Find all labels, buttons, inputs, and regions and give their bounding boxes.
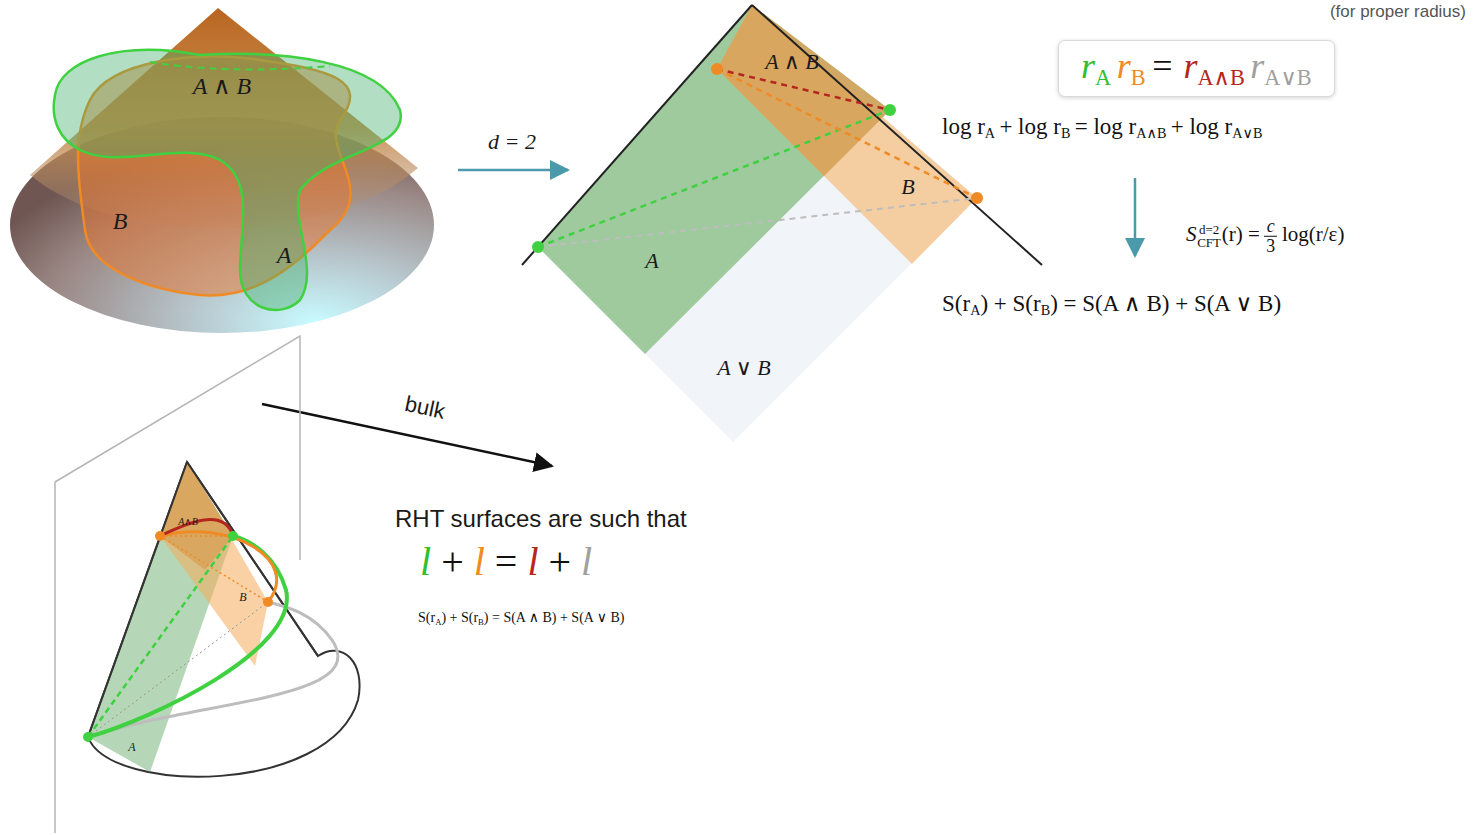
region-label: A∧B (178, 516, 198, 527)
region-label: A (645, 249, 658, 273)
illustration-part (717, 69, 977, 198)
formula-term: ) + S(r (441, 610, 478, 625)
length-identity: l+l=l+l (420, 537, 592, 587)
map-arrow (458, 169, 568, 172)
illustration-part (88, 602, 338, 737)
formula-term: (r) = (1222, 222, 1260, 246)
formula-term: r (1183, 46, 1197, 86)
subscript: A (985, 125, 995, 141)
formula-term: + log r (999, 114, 1061, 139)
illustration-part (88, 462, 233, 772)
illustration-part (54, 482, 56, 833)
formula-term: = (495, 539, 518, 584)
region-label: A ∧ B (193, 73, 251, 99)
illustration-part (711, 63, 723, 75)
illustration-part (717, 5, 977, 264)
implication-arrow (1134, 178, 1137, 256)
formula-term: S(r (418, 610, 435, 625)
formula-term: S (1186, 222, 1197, 246)
region-label: B (901, 175, 914, 199)
entropy-formula: Sd=2CFT(r) =c3log(r/ε) (1186, 217, 1344, 255)
entropy-identity: S(rA) + S(rB) = S(A ∧ B) + S(A ∨ B) (942, 290, 1281, 320)
script-stack: d=2CFT (1197, 222, 1221, 249)
illustration-part (160, 536, 268, 602)
subscript: A (1095, 65, 1111, 90)
illustration-part (160, 532, 277, 602)
formula-term: ) + S(r (980, 291, 1040, 316)
log-identity: log rA+ log rB= log rA∧B+ log rA∨B (942, 113, 1262, 143)
illustration-part (187, 462, 318, 656)
formula-term: r (1081, 46, 1095, 86)
formula-term: l (527, 539, 538, 584)
region-label: A ∨ B (717, 356, 771, 380)
formula-term: r (1117, 46, 1131, 86)
illustration-part (88, 462, 360, 777)
statement-text: RHT surfaces are such that (395, 506, 687, 532)
formula-term: log(r/ε) (1282, 222, 1344, 246)
subscript: B (478, 616, 484, 626)
formula-term: + (441, 539, 464, 584)
arrow-label: d = 2 (488, 130, 536, 154)
illustration-part (88, 602, 268, 737)
region-label: A ∧ B (765, 50, 819, 74)
subscript: B (1061, 125, 1071, 141)
formula-term: = (1152, 46, 1172, 86)
illustration-part (88, 536, 287, 737)
illustration-part (717, 5, 890, 176)
note-text: (for proper radius) (1330, 3, 1466, 22)
subscript: A (435, 616, 441, 626)
illustration-part (150, 62, 330, 69)
bulk-illustration (55, 336, 360, 833)
formula-term: log r (942, 114, 985, 139)
illustration-part (54, 50, 401, 310)
region-label: A (128, 741, 135, 754)
region-label: B (113, 208, 128, 234)
illustration-part (538, 110, 890, 247)
formula-term: = log r (1075, 114, 1137, 139)
region-label: B (239, 591, 246, 604)
illustration-part (88, 462, 187, 737)
illustration-part (155, 531, 165, 541)
formula-term: + (549, 539, 572, 584)
subscript: B (1131, 65, 1146, 90)
superscript: d=2 (1199, 222, 1219, 236)
subscript: CFT (1197, 236, 1221, 250)
illustration-part (717, 69, 890, 110)
cone-illustration (10, 8, 434, 333)
formula-term: ) = S(A ∧ B) + S(A ∨ B) (1050, 291, 1281, 316)
subscript: A∨B (1264, 65, 1311, 90)
subscript: A∧B (1136, 125, 1166, 141)
denominator: 3 (1266, 237, 1275, 256)
illustration-part (971, 192, 983, 204)
illustration-part (88, 536, 233, 737)
formula-box: rArB=rA∧BrA∨B (1058, 40, 1335, 97)
formula-term: r (1250, 46, 1264, 86)
arrow-label: bulk (403, 392, 448, 424)
illustration-part (160, 462, 233, 570)
illustration-part (752, 5, 1042, 265)
illustration-part (263, 597, 273, 607)
subscript: A∨B (1232, 125, 1262, 141)
entropy-identity: S(rA) + S(rB) = S(A ∧ B) + S(A ∨ B) (418, 609, 624, 627)
subscript: B (1041, 302, 1051, 318)
formula-term: l (474, 539, 485, 584)
formula-term: + log r (1171, 114, 1233, 139)
illustration-part (228, 531, 238, 541)
illustration-part (538, 5, 977, 442)
numerator: c (1264, 217, 1277, 237)
illustration-part (83, 732, 93, 742)
region-label: A (277, 242, 292, 268)
formula-term: ) = S(A ∧ B) + S(A ∨ B) (484, 610, 625, 625)
formula-content: rArB=rA∧BrA∨B (1081, 45, 1312, 91)
subscript: A (970, 302, 980, 318)
subscript: A∧B (1197, 65, 1244, 90)
formula-term: S(r (942, 291, 970, 316)
formula-term: l (581, 539, 592, 584)
illustration-part (160, 535, 233, 537)
fraction: c3 (1264, 217, 1277, 255)
causal-diagram (522, 5, 1042, 442)
illustration-part (884, 104, 896, 116)
formula-term: l (420, 539, 431, 584)
illustration-part (532, 241, 544, 253)
